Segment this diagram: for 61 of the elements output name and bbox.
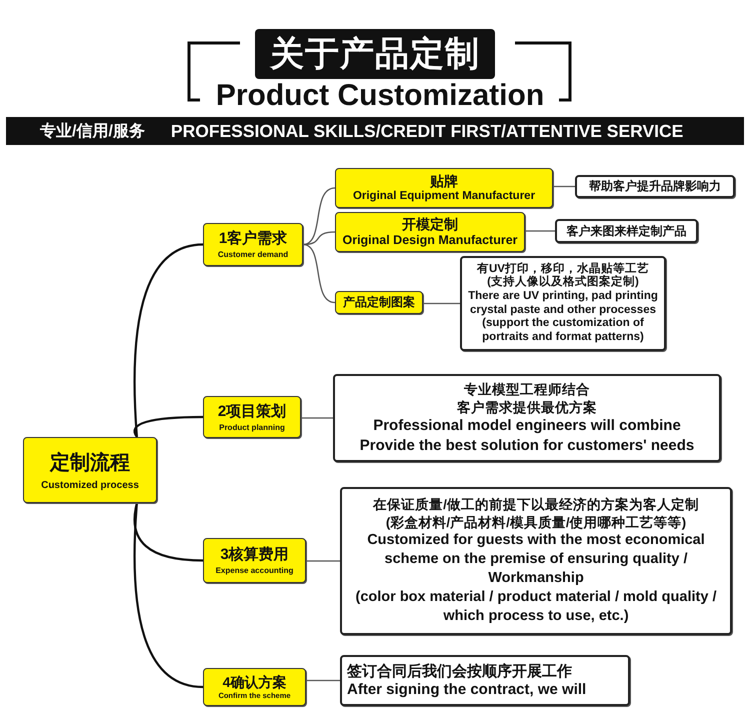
connector-line <box>302 187 336 246</box>
connector-line <box>301 417 333 419</box>
node-heading: 客户来图来样定制产品 <box>566 224 686 238</box>
connector-line <box>133 243 204 438</box>
topic-box <box>203 396 301 438</box>
node-text: There are UV printing, pad printing crystal paste and other processes <box>467 290 659 318</box>
connector-line <box>133 502 204 562</box>
topic-box <box>335 291 423 314</box>
node-text: Provide the best solution for customers' needs <box>360 436 694 456</box>
detail-box <box>555 219 698 243</box>
connector-line <box>302 244 336 304</box>
topic-box <box>335 212 525 252</box>
node-text: Expense accounting <box>216 565 294 577</box>
node-heading: 专业模型工程师结合 <box>464 380 590 398</box>
node-text: Customized for guests with the most economical scheme on the premise of ensuring quality / Workmanship <box>366 531 706 588</box>
title: 关于产品定制 <box>255 29 495 79</box>
node-heading: 3核算费用 <box>220 545 289 566</box>
node-text: Product planning <box>219 422 285 434</box>
subtitle: Product Customization <box>214 79 546 113</box>
node-heading: 签订合同后我们会按顺序开展工作 <box>347 662 572 680</box>
detail-box <box>460 256 666 351</box>
detail-box <box>340 655 630 706</box>
node-heading: 2项目策划 <box>218 402 286 422</box>
node-text: Customized process <box>41 478 139 492</box>
detail-box <box>333 374 721 462</box>
node-text: Professional model engineers will combine <box>373 416 681 436</box>
topic-box <box>203 668 306 706</box>
slogan-text: PROFESSIONAL SKILLS/CREDIT FIRST/ATTENTIVE SERVICE <box>170 120 684 142</box>
topic-box <box>23 437 157 503</box>
node-text: (支持人像以及格式图案定制) <box>487 276 639 290</box>
connector-line <box>134 416 204 438</box>
node-heading: 产品定制图案 <box>343 295 415 310</box>
topic-box <box>335 168 553 208</box>
node-heading: 帮助客户提升品牌影响力 <box>589 179 721 194</box>
node-text: (color box material / product material / mold quality / which process to use, etc.) <box>354 588 718 626</box>
connector-line <box>306 680 340 682</box>
node-text: Original Design Manufacturer <box>342 232 518 248</box>
node-heading: 有UV打印，移印，水晶贴等工艺 <box>477 262 649 275</box>
slogan-text: 专业/信用/服务 <box>40 121 145 142</box>
connector-line <box>306 560 340 562</box>
node-heading: 贴牌 <box>430 172 458 190</box>
connector-line <box>302 231 336 246</box>
topic-box <box>203 223 303 266</box>
node-text: Customer demand <box>218 249 288 261</box>
detail-box <box>340 487 732 635</box>
connector-line <box>134 502 204 688</box>
node-text: Original Equipment Manufacturer <box>352 190 536 204</box>
node-heading: 1客户需求 <box>218 229 288 250</box>
node-heading: 开模定制 <box>402 216 458 233</box>
node-text: (彩盒材料/产品材料/模具质量/使用哪种工艺等等) <box>386 514 686 532</box>
connector-line <box>553 186 575 188</box>
node-text: (support the customization of portraits and format patterns) <box>481 317 645 344</box>
node-heading: 定制流程 <box>50 450 130 476</box>
topic-box <box>203 538 306 583</box>
node-text: 客户需求提供最优方案 <box>457 398 597 416</box>
connector-line <box>423 302 460 304</box>
node-heading: 在保证质量/做工的前提下以最经济的方案为客人定制 <box>373 496 699 514</box>
connector-line <box>525 230 555 232</box>
node-text: After signing the contract, we will <box>347 680 586 698</box>
detail-box <box>575 175 735 198</box>
node-heading: 4确认方案 <box>222 673 286 692</box>
